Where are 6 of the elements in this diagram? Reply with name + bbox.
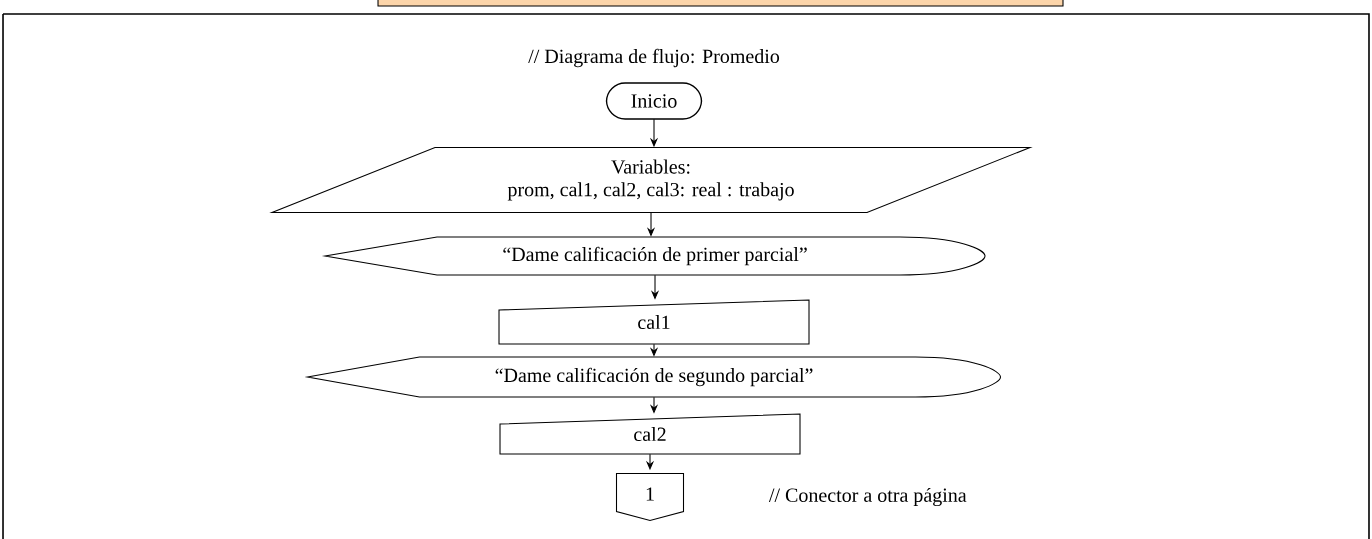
manual-input-box: cal2 <box>499 413 801 455</box>
manual-input-box: cal1 <box>498 299 810 345</box>
off-page-connector: 1 <box>615 472 685 522</box>
terminal-box: Inicio <box>605 82 703 120</box>
diagram-title: // Diagrama de flujo: Promedio <box>528 48 780 68</box>
annotation-text: // Conector a otra página <box>768 487 967 507</box>
